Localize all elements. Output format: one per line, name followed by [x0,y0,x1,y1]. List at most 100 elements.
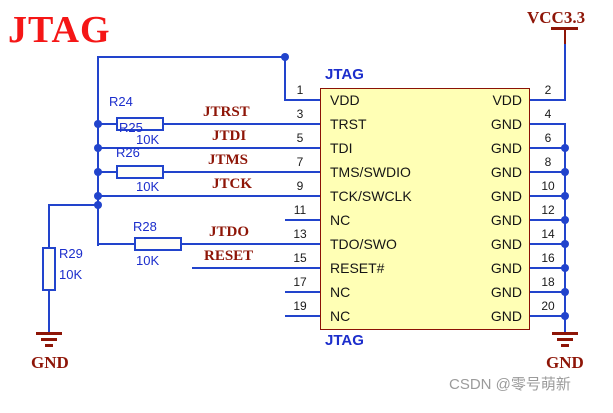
page-title: JTAG [8,9,111,51]
ic-label-bottom: JTAG [325,332,364,349]
value-r28: 10K [136,253,160,268]
net-label-jtms: JTMS [208,152,249,168]
wire-jtrst [162,123,285,125]
pin-number-15: 15 [293,251,307,265]
vcc-label: VCC3.3 [527,8,586,27]
pin-name-gnd-8: GND [490,164,522,180]
designator-r29: R29 [59,246,83,261]
pin-number-4: 4 [544,107,552,121]
pin-name-gnd-12: GND [490,212,522,228]
pin-stub [285,267,320,269]
wire-gnd-rail [564,123,566,333]
junction-dot [94,192,102,200]
pin-name-gnd-20: GND [490,308,522,324]
junction-dot [561,216,569,224]
net-label-jtrst: JTRST [203,104,250,120]
pin-number-8: 8 [544,155,552,169]
pin-number-1: 1 [296,83,304,97]
gnd-label-right: GND [546,353,584,372]
pin-name-tms-swdio: TMS/SWDIO [330,164,411,180]
pin-stub [530,315,566,317]
pin-stub [530,147,566,149]
resistor-body-r29 [42,247,56,291]
junction-dot [561,240,569,248]
pin-number-3: 3 [296,107,304,121]
junction-dot [561,192,569,200]
pin-stub [530,195,566,197]
pin-number-18: 18 [541,275,555,289]
gnd-symbol-left [45,344,53,347]
resistor-body-r28 [134,237,182,251]
junction-dot [561,264,569,272]
pin-number-11: 11 [293,203,307,217]
pin-name-tck-swclk: TCK/SWCLK [330,188,412,204]
junction-dot [94,201,102,209]
gnd-symbol-right [552,332,578,335]
gnd-symbol-left [36,332,62,335]
junction-dot [561,144,569,152]
gnd-symbol-right [557,338,573,341]
pin-number-2: 2 [544,83,552,97]
wire-r26-lead [98,171,118,173]
pin-stub [530,267,566,269]
value-r26: 10K [136,179,160,194]
pin-name-gnd-4: GND [490,116,522,132]
pin-name-trst: TRST [330,116,367,132]
pin-stub [285,171,320,173]
pin-stub [530,243,566,245]
junction-dot [281,53,289,61]
wire-jtdo [179,243,285,245]
pin-stub [285,99,320,101]
designator-r24: R24 [109,94,133,109]
pin-stub [530,123,566,125]
net-label-jtck: JTCK [212,176,253,192]
pin-number-17: 17 [293,275,307,289]
pin-number-7: 7 [296,155,304,169]
pin-name-gnd-6: GND [490,140,522,156]
pin-name-nc-11: NC [330,212,351,228]
pin-name-gnd-10: GND [490,188,522,204]
pin-stub [530,171,566,173]
pin-name-vdd-right: VDD [492,92,522,108]
junction-dot [561,312,569,320]
wire-jtck [98,195,285,197]
junction-dot [94,168,102,176]
gnd-symbol-right [561,344,569,347]
pin-stub [530,99,566,101]
jtag-connector-body [320,88,530,330]
pin-number-12: 12 [541,203,555,217]
junction-dot [561,168,569,176]
gnd-label-left: GND [31,353,69,372]
value-r24: 10K [136,132,160,147]
net-label-jtdi: JTDI [212,128,247,144]
gnd-symbol-left [41,338,57,341]
junction-dot [94,144,102,152]
resistor-body-r24 [116,117,164,131]
value-r29: 10K [59,267,83,282]
pin-stub [285,195,320,197]
wire-jtms [162,171,285,173]
pin-number-20: 20 [541,299,555,313]
designator-r26: R26 [116,145,140,160]
wire-rail-jog [49,204,99,206]
pin-stub [285,315,320,317]
vcc-power-symbol [551,27,578,30]
ic-label-top: JTAG [325,66,364,83]
pin-number-5: 5 [296,131,304,145]
pin-name-gnd-18: GND [490,284,522,300]
net-label-reset: RESET [204,248,254,264]
pin-number-19: 19 [293,299,307,313]
pin-name-tdi: TDI [330,140,353,156]
pin-number-14: 14 [541,227,555,241]
vcc-power-stem [564,29,566,44]
designator-r28: R28 [133,219,157,234]
pin-stub [285,147,320,149]
pin-number-16: 16 [541,251,555,265]
net-label-jtdo: JTDO [209,224,250,240]
resistor-body-r26 [116,165,164,179]
pin-name-nc-19: NC [330,308,351,324]
pin-number-9: 9 [296,179,304,193]
wire-r29-bottom-lead [48,290,50,332]
pin-stub [285,291,320,293]
